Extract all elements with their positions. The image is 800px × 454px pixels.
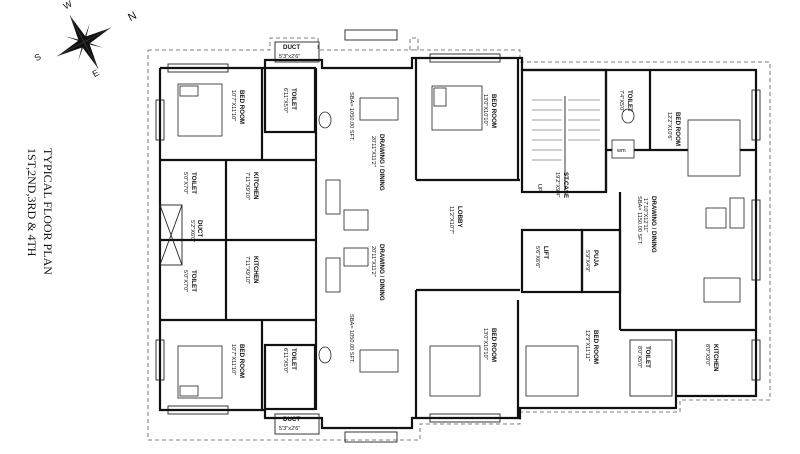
dining-table-icon bbox=[703, 277, 741, 303]
room-size: 12'9"X11'11" bbox=[584, 330, 590, 361]
area-label: SBA= 1050.00 SFT. bbox=[348, 314, 354, 364]
windows bbox=[155, 29, 761, 443]
compass-w: W bbox=[62, 0, 75, 11]
area-label: SBA= 1150.00 SFT. bbox=[636, 196, 642, 245]
room-name: DRAWING / DINING bbox=[378, 244, 385, 301]
walls bbox=[158, 41, 758, 435]
room-size: 17'10"X12'11" bbox=[642, 198, 648, 232]
room-name: TOILET bbox=[190, 172, 197, 194]
room-size: 10'7"X11'10" bbox=[230, 90, 236, 121]
bed-icon bbox=[429, 345, 481, 397]
room-name: BED ROOM bbox=[592, 330, 599, 364]
room-size: 5'9"X4'9" bbox=[584, 250, 590, 272]
room-size: 11'2"X10'7" bbox=[448, 206, 454, 234]
bed-icon bbox=[431, 85, 483, 131]
room-name: LOBBY bbox=[456, 206, 463, 229]
room-size: 5'0"X7'0" bbox=[182, 270, 188, 292]
room-name: KITCHEN bbox=[252, 256, 259, 284]
room-name: BED ROOM bbox=[490, 94, 497, 128]
room-size: 6'11"X5'0" bbox=[282, 348, 288, 373]
room-size: 8'0"X5'0" bbox=[636, 346, 642, 368]
room-name: BED ROOM bbox=[238, 90, 245, 124]
room-name: TOILET bbox=[644, 346, 651, 368]
room-name: TOILET bbox=[290, 348, 297, 370]
room-size: 5'3"x2'6" bbox=[279, 426, 300, 432]
compass-n: N bbox=[126, 10, 139, 24]
compass-e: E bbox=[91, 68, 101, 80]
room-size: 12'2"X10'6" bbox=[666, 112, 672, 141]
plan-title: TYPICAL FLOOR PLAN 1ST,2ND,3RD & 4TH bbox=[25, 148, 55, 275]
room-size: 7'4"X5'0" bbox=[618, 90, 624, 112]
room-size: 7'11"X9'10" bbox=[244, 256, 250, 284]
room-size: 19'2"X9'4" bbox=[554, 172, 560, 197]
dining-table-icon bbox=[359, 349, 399, 373]
room-labels: BED ROOM 10'7"X11'10" BED ROOM 10'7"X11'… bbox=[182, 44, 719, 432]
room-name: ST.CASE bbox=[562, 172, 569, 198]
room-name: KITCHEN bbox=[712, 344, 719, 372]
room-name: TOILET bbox=[290, 88, 297, 110]
room-name: DUCT bbox=[283, 44, 300, 51]
room-name: DRAWING / DINING bbox=[378, 134, 385, 191]
title-line-1: TYPICAL FLOOR PLAN bbox=[41, 148, 55, 275]
room-name: LIFT bbox=[542, 246, 549, 259]
room-size: 13'0"X10'10" bbox=[482, 328, 488, 360]
compass-rose-icon: N W S E bbox=[33, 0, 139, 80]
room-name: BED ROOM bbox=[238, 344, 245, 378]
room-size: 8'0"X9'0" bbox=[704, 344, 710, 366]
room-size: 5'2"X6'0" bbox=[189, 220, 195, 242]
room-size: 5'3"x2'6" bbox=[279, 54, 300, 60]
compass-s: S bbox=[33, 52, 43, 64]
bed-icon bbox=[687, 119, 741, 177]
room-name: TOILET bbox=[626, 90, 633, 112]
room-name: BED ROOM bbox=[674, 112, 681, 146]
washing-machine-label: wm bbox=[616, 148, 626, 154]
room-name: PUJA bbox=[592, 250, 599, 267]
room-name: BED ROOM bbox=[490, 328, 497, 362]
room-size: 20'11"X11'2" bbox=[370, 136, 376, 167]
room-size: 13'0"X10'10" bbox=[482, 94, 488, 126]
room-name: DUCT bbox=[283, 416, 300, 423]
room-name: DRAWING / DINING bbox=[650, 196, 657, 253]
room-size: 7'11"X9'10" bbox=[244, 172, 250, 200]
room-size: 20'11"X11'2" bbox=[370, 246, 376, 277]
bed-icon bbox=[525, 345, 579, 397]
room-size: 5'0"X7'0" bbox=[182, 172, 188, 194]
room-size: 10'7"X11'10" bbox=[230, 344, 236, 375]
area-label: SBA= 1050.00 SFT. bbox=[348, 92, 354, 142]
room-size: 5'6"X6'6" bbox=[534, 246, 540, 268]
title-line-2: 1ST,2ND,3RD & 4TH bbox=[25, 148, 39, 257]
room-name: DUCT bbox=[196, 220, 203, 237]
room-size: 6'11"X5'0" bbox=[282, 88, 288, 113]
furniture bbox=[177, 83, 745, 399]
room-name: TOILET bbox=[190, 270, 197, 292]
stair-up-label: UP bbox=[536, 184, 542, 192]
room-name: KITCHEN bbox=[252, 172, 259, 200]
dining-table-icon bbox=[359, 97, 399, 121]
